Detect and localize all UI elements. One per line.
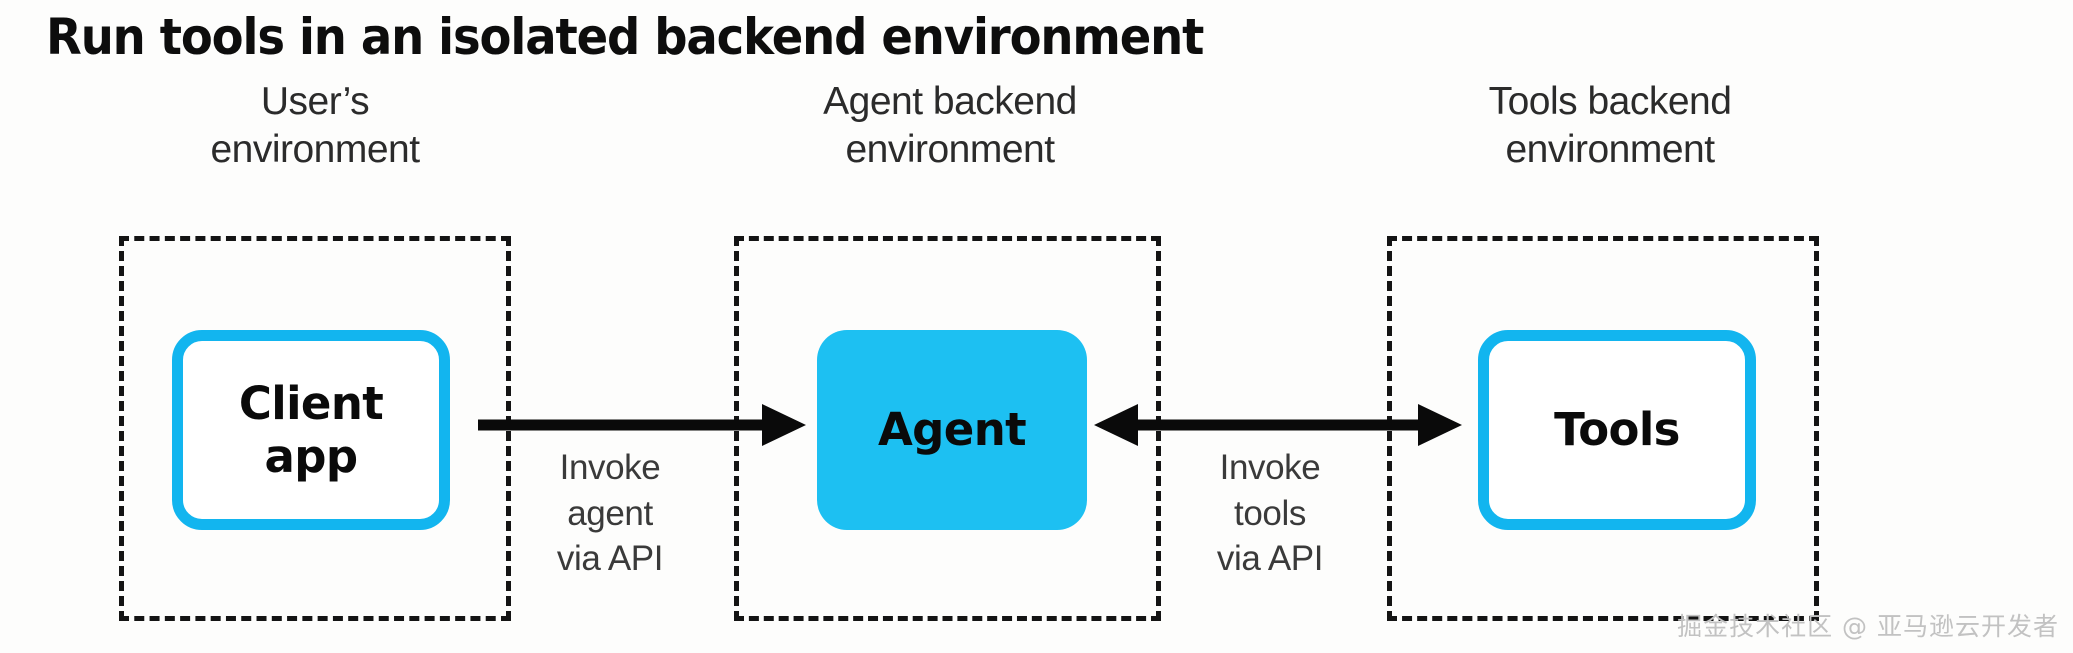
node-client-app[interactable]: Client app [172, 330, 450, 530]
column-heading-user: User’s environment [60, 78, 570, 173]
column-heading-agent-line2: environment [845, 127, 1055, 171]
arrow-caption-invoke-tools-line2: tools [1234, 493, 1306, 533]
arrow-caption-invoke-agent-line1: Invoke [559, 448, 661, 487]
arrow-caption-invoke-tools-line1: Invoke [1219, 448, 1321, 487]
column-heading-tools-line2: environment [1505, 127, 1715, 171]
node-client-app-label-line1: Client [238, 376, 384, 430]
column-heading-user-line1: User’s [260, 80, 370, 123]
arrow-caption-invoke-tools-line3: via API [1216, 539, 1324, 578]
node-agent-label: Agent [877, 403, 1027, 457]
page-title: Run tools in an isolated backend environ… [46, 8, 1204, 66]
arrow-caption-invoke-agent: Invoke agent via API [500, 445, 720, 582]
watermark: 掘金技术社区 @ 亚马逊云开发者 [1677, 612, 2059, 641]
column-heading-agent: Agent backend environment [640, 78, 1260, 173]
column-heading-agent-line1: Agent backend [823, 80, 1077, 123]
arrow-caption-invoke-agent-line2: agent [567, 493, 653, 533]
arrow-caption-invoke-agent-line3: via API [556, 539, 664, 578]
node-tools-label: Tools [1554, 403, 1680, 457]
arrow-caption-invoke-tools: Invoke tools via API [1160, 445, 1380, 582]
node-agent[interactable]: Agent [817, 330, 1087, 530]
node-tools[interactable]: Tools [1478, 330, 1756, 530]
column-heading-tools-line1: Tools backend [1488, 80, 1732, 123]
column-heading-user-line2: environment [210, 127, 420, 171]
column-heading-tools: Tools backend environment [1300, 78, 1920, 173]
node-client-app-label-line2: app [264, 430, 359, 483]
